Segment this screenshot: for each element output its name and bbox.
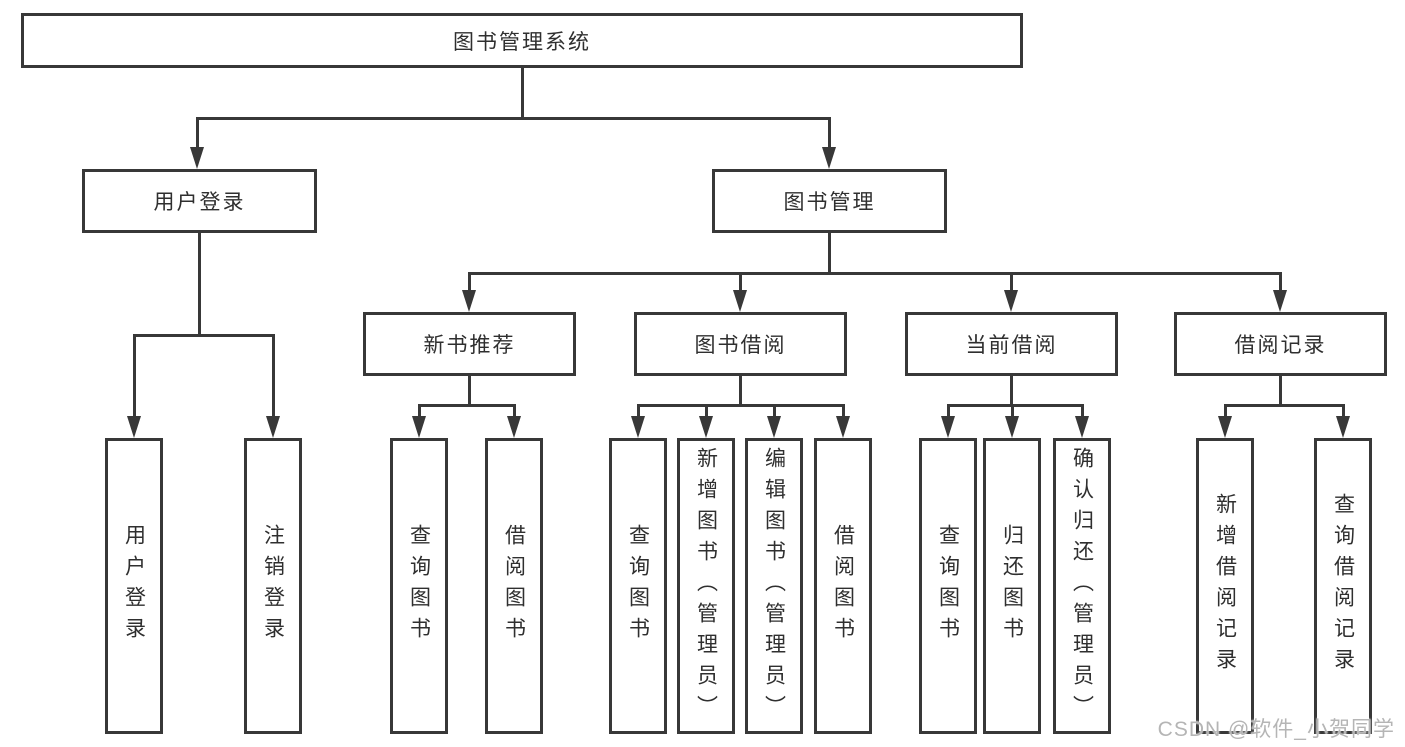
arrowhead-down-icon xyxy=(507,416,521,438)
connector-line xyxy=(468,376,471,407)
connector-line xyxy=(637,404,845,407)
node-add-books-admin: 新增图书（管理员） xyxy=(677,438,735,734)
arrowhead-down-icon xyxy=(190,147,204,169)
connector-line xyxy=(133,334,275,337)
arrowhead-down-icon xyxy=(1005,416,1019,438)
node-user-login-leaf: 用户登录 xyxy=(105,438,163,734)
connector-line xyxy=(828,117,831,150)
connector-line xyxy=(418,404,421,418)
connector-line xyxy=(947,404,1084,407)
connector-line xyxy=(1224,404,1345,407)
connector-line xyxy=(1081,404,1084,418)
connector-line xyxy=(272,334,275,418)
connector-line xyxy=(197,117,831,120)
arrowhead-down-icon xyxy=(836,416,850,438)
node-return-books: 归还图书 xyxy=(983,438,1041,734)
node-user-login: 用户登录 xyxy=(82,169,317,233)
node-logout-leaf: 注销登录 xyxy=(244,438,302,734)
node-add-borrow-record: 新增借阅记录 xyxy=(1196,438,1254,734)
connector-line xyxy=(468,272,471,292)
node-confirm-return-admin: 确认归还（管理员） xyxy=(1053,438,1111,734)
connector-line xyxy=(842,404,845,418)
node-borrowing-records: 借阅记录 xyxy=(1174,312,1387,376)
arrowhead-down-icon xyxy=(631,416,645,438)
connector-line xyxy=(1010,272,1013,292)
connector-line xyxy=(1279,376,1282,407)
connector-line xyxy=(513,404,516,418)
arrowhead-down-icon xyxy=(127,416,141,438)
arrowhead-down-icon xyxy=(822,147,836,169)
node-query-books-borrowing: 查询图书 xyxy=(609,438,667,734)
arrowhead-down-icon xyxy=(1336,416,1350,438)
node-query-books-current: 查询图书 xyxy=(919,438,977,734)
connector-line xyxy=(1279,272,1282,292)
connector-line xyxy=(1342,404,1345,418)
arrowhead-down-icon xyxy=(733,290,747,312)
connector-line xyxy=(773,404,776,418)
node-query-books-recommend: 查询图书 xyxy=(390,438,448,734)
node-library-management-system: 图书管理系统 xyxy=(21,13,1023,68)
arrowhead-down-icon xyxy=(699,416,713,438)
node-book-borrowing: 图书借阅 xyxy=(634,312,847,376)
node-query-borrow-record: 查询借阅记录 xyxy=(1314,438,1372,734)
connector-line xyxy=(198,233,201,337)
arrowhead-down-icon xyxy=(941,416,955,438)
connector-line xyxy=(468,272,1282,275)
connector-line xyxy=(1010,376,1013,407)
connector-line xyxy=(196,117,199,150)
connector-line xyxy=(739,376,742,407)
arrowhead-down-icon xyxy=(412,416,426,438)
arrowhead-down-icon xyxy=(1218,416,1232,438)
arrowhead-down-icon xyxy=(1273,290,1287,312)
connector-line xyxy=(418,404,516,407)
arrowhead-down-icon xyxy=(767,416,781,438)
connector-line xyxy=(637,404,640,418)
csdn-watermark: CSDN @软件_小贺同学 xyxy=(1157,718,1395,741)
node-borrow-books-borrowing: 借阅图书 xyxy=(814,438,872,734)
arrowhead-down-icon xyxy=(1075,416,1089,438)
arrowhead-down-icon xyxy=(266,416,280,438)
node-edit-books-admin: 编辑图书（管理员） xyxy=(745,438,803,734)
connector-line xyxy=(1011,404,1014,418)
node-new-book-recommendation: 新书推荐 xyxy=(363,312,576,376)
node-borrow-books-recommend: 借阅图书 xyxy=(485,438,543,734)
connector-line xyxy=(521,68,524,118)
connector-line xyxy=(705,404,708,418)
connector-line xyxy=(947,404,950,418)
arrowhead-down-icon xyxy=(462,290,476,312)
arrowhead-down-icon xyxy=(1004,290,1018,312)
node-current-borrowing: 当前借阅 xyxy=(905,312,1118,376)
connector-line xyxy=(739,272,742,292)
connector-line xyxy=(133,334,136,418)
node-book-management: 图书管理 xyxy=(712,169,947,233)
connector-line xyxy=(828,233,831,275)
connector-line xyxy=(1224,404,1227,418)
